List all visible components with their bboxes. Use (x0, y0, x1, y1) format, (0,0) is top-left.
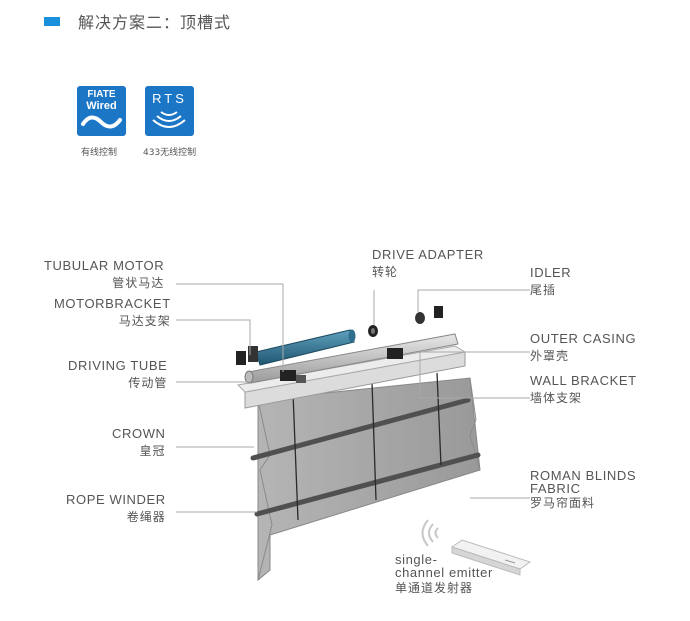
roman-blind-fabric (257, 377, 481, 582)
signal-waves-icon (421, 519, 439, 547)
badge-caption-wired: 有线控制 (81, 148, 118, 158)
label-idler: IDLER 尾插 (530, 265, 572, 297)
lift-cords (292, 372, 442, 521)
rope-winders (280, 348, 403, 383)
wave-icon (81, 115, 122, 129)
label-drive-adapter: DRIVE ADAPTER 转轮 (372, 247, 484, 279)
label-outer-casing: OUTER CASING 外罩壳 (530, 331, 637, 363)
idler (415, 306, 443, 324)
section-header: 解决方案二：顶槽式 (44, 10, 231, 32)
badge-caption-rts: 433无线控制 (143, 148, 197, 158)
fiate-wired-badge: FIATE Wired (77, 86, 126, 136)
accent-bar (44, 16, 60, 26)
label-tubular-motor: TUBULAR MOTOR 管状马达 (44, 258, 165, 290)
driving-tube (244, 333, 459, 384)
label-single-channel-emitter: single- channel emitter 单通道发射器 (395, 552, 493, 595)
badge-line1: RTS (152, 91, 187, 106)
tubular-motor (255, 329, 356, 366)
motor-bracket (236, 346, 258, 365)
rts-badge: RTS (145, 86, 194, 136)
leader-lines (176, 283, 530, 513)
label-motorbracket: MOTORBRACKET 马达支架 (54, 296, 171, 328)
badge-line2: Wired (86, 100, 117, 112)
label-crown: CROWN 皇冠 (112, 426, 166, 458)
wireless-signal-icon (152, 111, 186, 128)
label-wall-bracket: WALL BRACKET 墙体支架 (530, 373, 637, 405)
label-driving-tube: DRIVING TUBE 传动管 (68, 358, 168, 390)
single-channel-emitter (421, 519, 532, 576)
badge-line1: FIATE (87, 89, 116, 100)
page-title: 解决方案二：顶槽式 (78, 13, 232, 32)
label-roman-blinds-fabric: ROMAN BLINDS FABRIC 罗马帘面料 (530, 468, 637, 510)
label-rope-winder: ROPE WINDER 卷绳器 (66, 492, 166, 524)
drive-adapter (368, 325, 378, 337)
